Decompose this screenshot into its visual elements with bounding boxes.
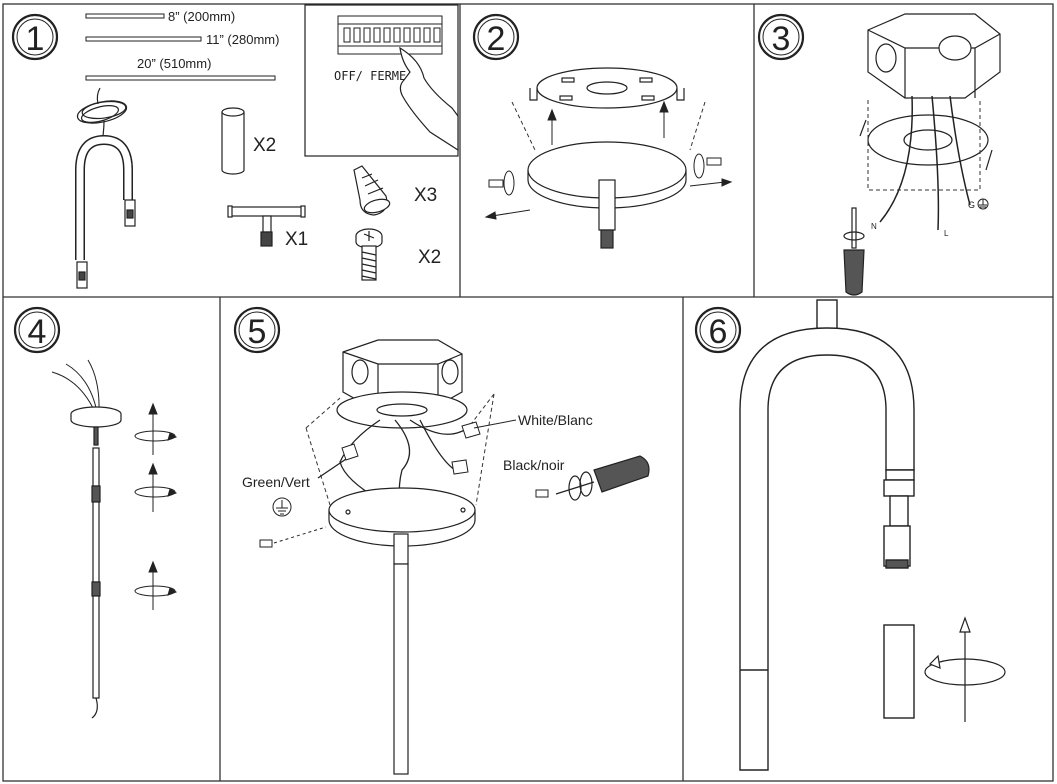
step-1-panel: 1 8” (200mm) 11” (280mm) 20” (510mm) bbox=[11, 4, 459, 289]
step-number: 1 bbox=[26, 20, 45, 58]
ground-icon bbox=[977, 198, 989, 210]
step-badge: 1 bbox=[11, 13, 59, 61]
wires bbox=[51, 359, 100, 413]
screw-qty: X2 bbox=[418, 247, 441, 268]
wire-nuts bbox=[341, 421, 481, 475]
step-3-panel: 3 N L G bbox=[757, 13, 1001, 296]
rotate-icon bbox=[134, 402, 178, 455]
u-tube bbox=[739, 299, 915, 771]
neutral-label: N bbox=[871, 222, 877, 231]
rotate-icon bbox=[134, 462, 178, 512]
junction-box bbox=[867, 13, 1001, 99]
tube-part: X2 bbox=[221, 107, 276, 175]
screwdriver-icon bbox=[843, 207, 865, 296]
step-4-panel: 4 bbox=[13, 306, 178, 719]
ground-label: G bbox=[968, 200, 975, 210]
rod-20in: 20” (510mm) bbox=[85, 56, 276, 81]
guide-lines bbox=[305, 393, 495, 506]
screw bbox=[259, 489, 549, 548]
rod-8in: 8” (200mm) bbox=[85, 9, 235, 24]
wires bbox=[879, 95, 971, 231]
panel-grid bbox=[2, 3, 1054, 782]
step-number: 2 bbox=[487, 20, 506, 58]
tee-qty: X1 bbox=[285, 229, 308, 250]
rod-11in: 11” (280mm) bbox=[85, 32, 279, 47]
rotate-icon bbox=[134, 560, 178, 610]
screwdriver-icon bbox=[555, 455, 650, 501]
canopy-screws bbox=[484, 153, 733, 220]
junction-box bbox=[342, 339, 463, 411]
wire-nut: X3 bbox=[353, 165, 437, 216]
screw: X2 bbox=[355, 228, 441, 281]
live-label: L bbox=[944, 229, 949, 238]
tee-connector: X1 bbox=[227, 205, 308, 250]
step-badge: 4 bbox=[13, 306, 61, 354]
rod-20in-label: 20” (510mm) bbox=[137, 56, 211, 71]
step-number: 6 bbox=[709, 313, 728, 351]
canopy bbox=[527, 141, 687, 249]
step-badge: 2 bbox=[472, 13, 520, 61]
crossbar-plate bbox=[336, 391, 468, 429]
mounting-bracket bbox=[529, 67, 685, 109]
step-badge: 6 bbox=[694, 306, 742, 354]
coiled-cable-u-tube bbox=[75, 87, 136, 289]
breaker-off-label: OFF/ FERME bbox=[334, 69, 406, 83]
black-wire-label: Black/noir bbox=[503, 457, 565, 473]
guide-lines bbox=[511, 101, 706, 151]
step-6-panel: 6 bbox=[694, 299, 1006, 771]
white-wire-label: White/Blanc bbox=[518, 412, 593, 428]
tube-part bbox=[883, 624, 915, 719]
step-5-panel: 5 White/Blanc Black/noir Green/Vert bbox=[233, 306, 650, 775]
canopy bbox=[328, 487, 476, 775]
rod-8in-label: 8” (200mm) bbox=[168, 9, 235, 24]
green-wire-label: Green/Vert bbox=[242, 474, 310, 490]
hand-icon bbox=[399, 46, 459, 152]
guide-lines bbox=[867, 100, 981, 191]
ground-icon bbox=[272, 497, 292, 517]
tube-qty: X2 bbox=[253, 135, 276, 156]
step-number: 5 bbox=[248, 313, 267, 351]
pendant-assembly bbox=[70, 406, 122, 719]
wire-nut-qty: X3 bbox=[414, 185, 437, 206]
up-arrows bbox=[547, 100, 669, 145]
rotate-icon bbox=[924, 616, 1006, 722]
step-badge: 5 bbox=[233, 306, 281, 354]
crossbar-plate bbox=[859, 114, 993, 171]
step-number: 4 bbox=[28, 313, 47, 351]
step-2-panel: 2 bbox=[472, 13, 733, 249]
step-number: 3 bbox=[772, 20, 791, 58]
leader-line bbox=[473, 419, 517, 429]
rod-11in-label: 11” (280mm) bbox=[206, 32, 279, 47]
step-badge: 3 bbox=[757, 13, 805, 61]
breaker-panel-inset: OFF/ FERME bbox=[304, 4, 459, 157]
